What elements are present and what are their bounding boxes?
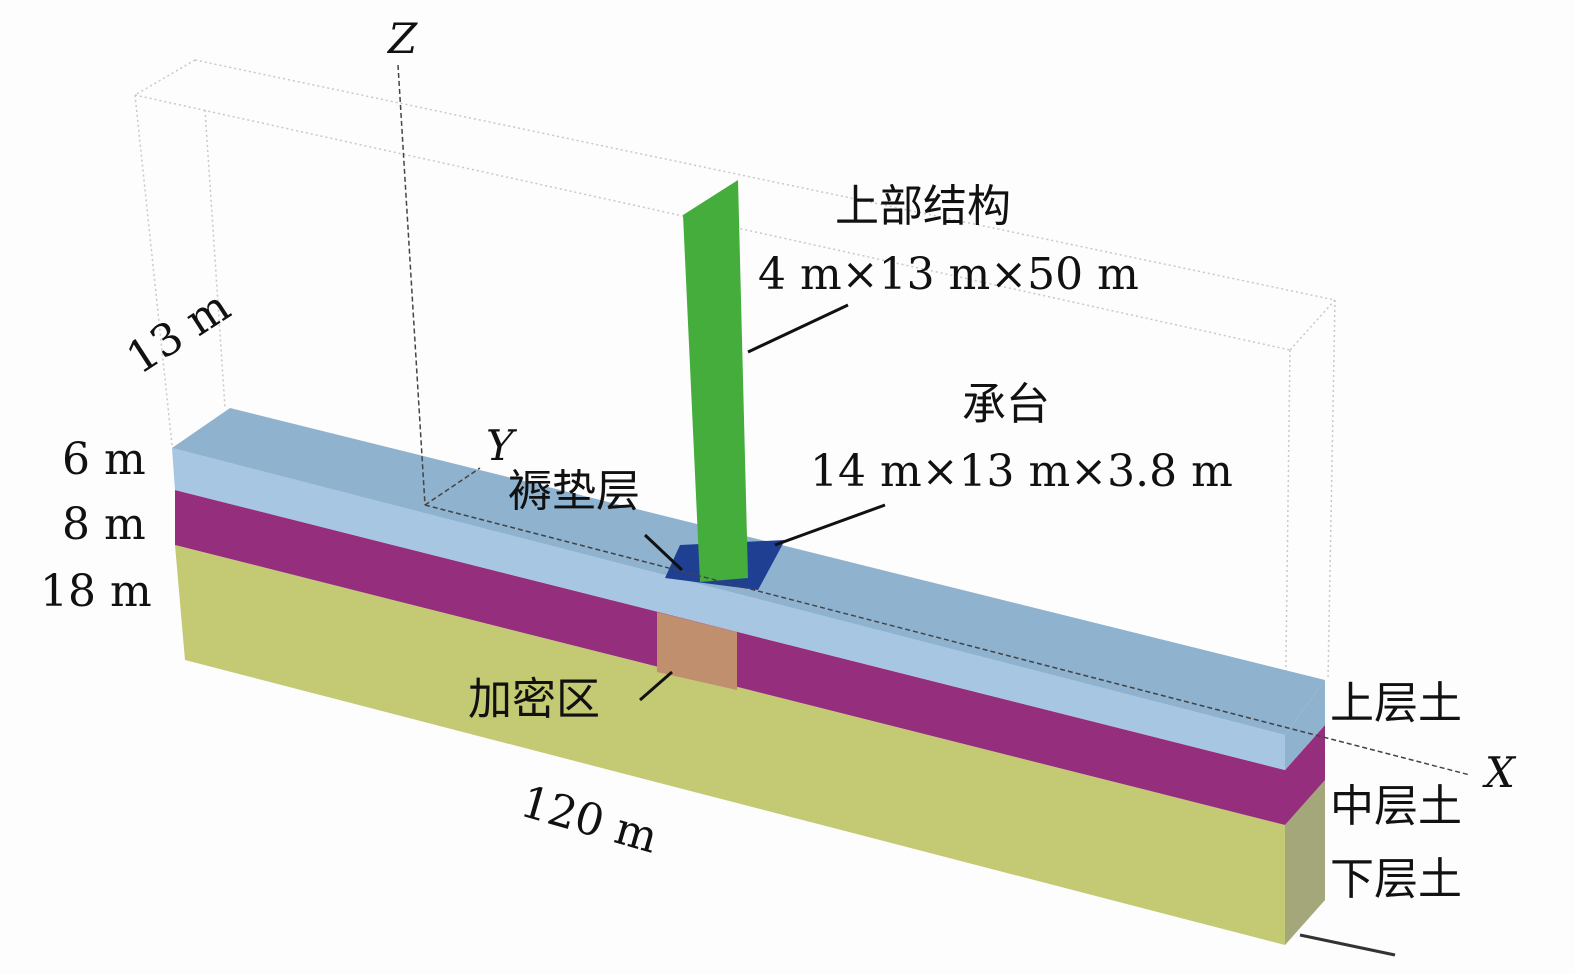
densified-zone-label: 加密区 <box>468 674 600 725</box>
x-axis-arrow <box>1299 933 1396 957</box>
superstructure-label: 上部结构 <box>835 181 1011 232</box>
middle-soil-side <box>1285 725 1325 825</box>
lower-soil-front <box>175 545 1285 945</box>
x-axis-label: X <box>1485 748 1515 797</box>
superstructure <box>683 180 748 582</box>
pile-cap-label: 承台 <box>962 379 1050 430</box>
superstructure-size-label: 4 m×13 m×50 m <box>758 249 1139 300</box>
middle-soil-label: 中层土 <box>1330 781 1462 832</box>
cushion-label: 褥垫层 <box>508 466 640 517</box>
z-axis-label: Z <box>388 14 418 63</box>
leader-lines <box>639 303 886 702</box>
densified-zone <box>657 612 737 690</box>
lower-soil-label: 下层土 <box>1330 854 1462 905</box>
middle-thickness-label: 8 m <box>62 499 146 550</box>
upper-thickness-label: 6 m <box>62 434 146 485</box>
lower-soil-side <box>1285 780 1325 945</box>
upper-soil-label: 上层土 <box>1330 678 1462 729</box>
upper-soil-front <box>172 448 1285 770</box>
coordinate-axes <box>397 64 1471 776</box>
y-axis-label: Y <box>486 421 514 470</box>
upper-soil-side <box>1285 680 1325 770</box>
pile-cap-size-label: 14 m×13 m×3.8 m <box>810 446 1233 497</box>
lower-thickness-label: 18 m <box>40 566 152 617</box>
